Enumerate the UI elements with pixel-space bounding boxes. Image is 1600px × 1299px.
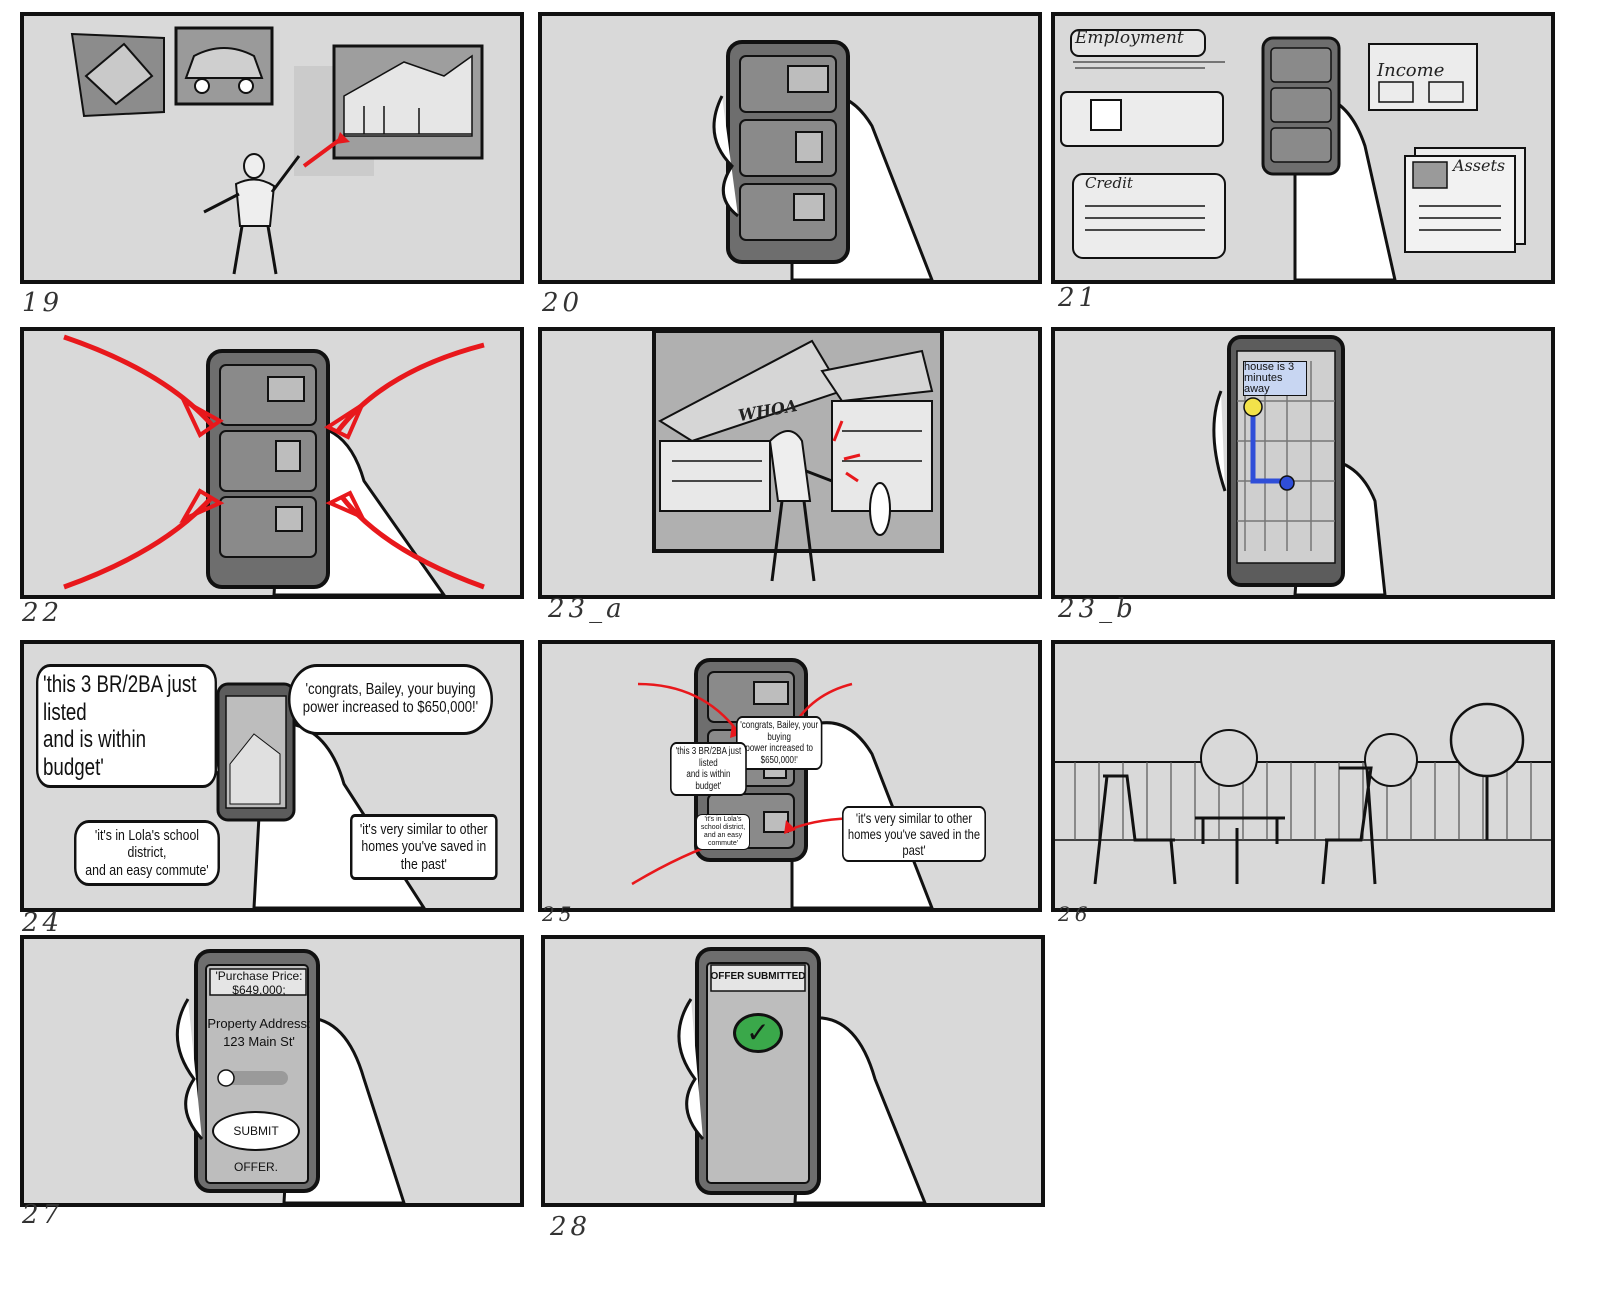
panel-23b-label: 23_b (1058, 594, 1137, 624)
panel-23a-label: 23_a (548, 594, 626, 624)
speech-bubble-buying-power-small: 'congrats, Bailey, your buying power inc… (736, 716, 823, 770)
panel-24: 'this 3 BR/2BA just listed and is within… (20, 640, 524, 912)
speech-bubble-listing-small: 'this 3 BR/2BA just listed and is within… (670, 742, 747, 796)
panel-23a: WHOA (538, 327, 1042, 599)
panel-20-label: 20 (542, 288, 584, 318)
speech-bubble-buying-power: 'congrats, Bailey, your buying power inc… (288, 664, 493, 735)
income-card-label: Income (1377, 60, 1445, 81)
speech-bubble-school-district-small: 'it's in Lola's school district, and an … (696, 814, 750, 851)
assets-card-label: Assets (1453, 156, 1506, 175)
employment-card-label: Employment (1075, 28, 1184, 48)
panel-19 (20, 12, 524, 284)
panel-21: Employment Income Credit Assets (1051, 12, 1555, 284)
submit-offer-button[interactable]: SUBMIT OFFER. (212, 1111, 300, 1174)
speech-bubble-similar-homes-small: 'it's very similar to other homes you've… (842, 806, 986, 863)
panel-28-drawing (677, 947, 927, 1203)
panel-21-label: 21 (1058, 283, 1100, 313)
panel-26 (1051, 640, 1555, 912)
panel-27: 'Purchase Price: $649,000; Property Addr… (20, 935, 524, 1207)
panel-20-drawing (712, 40, 934, 280)
panel-19-drawing (70, 26, 484, 275)
panel-23b: house is 3 minutes away (1051, 327, 1555, 599)
purchase-price-text: 'Purchase Price: $649,000; (215, 969, 303, 997)
speech-bubble-listing: 'this 3 BR/2BA just listed and is within… (36, 664, 217, 789)
panel-26-drawing (1055, 702, 1551, 885)
panel-27-label: 27 (22, 1200, 64, 1230)
map-distance-note: house is 3 minutes away (1243, 361, 1307, 396)
panel-26-label: 26 (1058, 902, 1092, 926)
panel-28-label: 28 (550, 1212, 592, 1242)
panel-25-label: 25 (542, 902, 576, 926)
offer-submitted-status: OFFER SUBMITTED (710, 971, 806, 982)
credit-card-label: Credit (1085, 174, 1133, 192)
speech-bubble-similar-homes: 'it's very similar to other homes you've… (350, 814, 498, 880)
panel-24-label: 24 (22, 908, 64, 938)
panel-19-label: 19 (22, 288, 64, 318)
panel-28: OFFER SUBMITTED ✓ (541, 935, 1045, 1207)
panel-22-label: 22 (22, 598, 64, 628)
panel-23a-drawing (652, 331, 944, 582)
speech-bubble-school-district: 'it's in Lola's school district, and an … (74, 820, 220, 886)
property-address-text: Property Address: 123 Main St' (207, 1016, 311, 1050)
panel-21-drawing (1060, 29, 1526, 280)
panel-22-drawing (63, 334, 485, 595)
panel-25-drawing (631, 658, 934, 908)
panel-25: 'congrats, Bailey, your buying power inc… (538, 640, 1042, 912)
check-icon: ✓ (733, 1013, 783, 1053)
panel-22 (20, 327, 524, 599)
panel-20 (538, 12, 1042, 284)
